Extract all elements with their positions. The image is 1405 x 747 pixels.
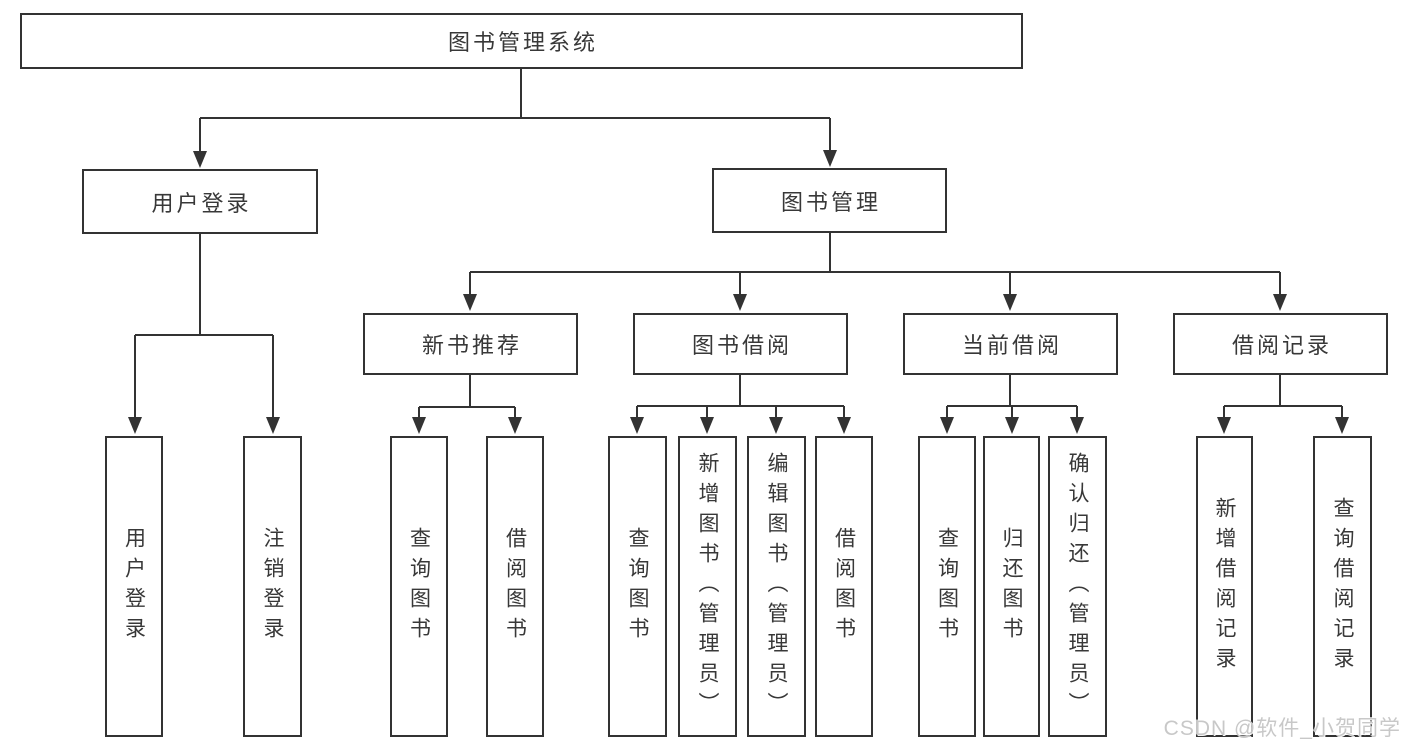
leaf-logout-login-label: 注销登录 — [261, 526, 284, 647]
node-current-borrow-label: 当前借阅 — [961, 333, 1062, 358]
node-root-label: 图书管理系统 — [447, 30, 598, 55]
leaf-borrow-add-books-label: 新增图书（管理员） — [696, 451, 719, 722]
leaf-borrow-query-books: 查询图书 — [608, 436, 667, 737]
leaf-current-confirm-return-label: 确认归还（管理员） — [1066, 451, 1089, 722]
node-user-login: 用户登录 — [82, 169, 318, 234]
arrowhead — [412, 417, 426, 434]
connector-borrow-records — [1223, 375, 1343, 418]
leaf-user-login: 用户登录 — [105, 436, 163, 737]
leaf-user-login-label: 用户登录 — [122, 526, 146, 647]
arrowhead — [1273, 294, 1287, 311]
leaf-current-query-books: 查询图书 — [918, 436, 976, 737]
arrowhead — [733, 294, 747, 311]
arrowhead — [1003, 294, 1017, 311]
node-current-borrow: 当前借阅 — [903, 313, 1118, 375]
connector-user-login — [134, 234, 274, 418]
leaf-borrow-edit-books: 编辑图书（管理员） — [747, 436, 806, 737]
leaf-current-confirm-return: 确认归还（管理员） — [1048, 436, 1107, 737]
leaf-records-add-record-label: 新增借阅记录 — [1213, 496, 1236, 677]
node-borrow-records-label: 借阅记录 — [1231, 333, 1332, 358]
leaf-newrec-borrow-books: 借阅图书 — [486, 436, 544, 737]
leaf-current-return-books: 归还图书 — [983, 436, 1040, 737]
leaf-newrec-query-books: 查询图书 — [390, 436, 448, 737]
leaf-records-query-record-label: 查询借阅记录 — [1331, 496, 1354, 677]
leaf-borrow-borrow-books: 借阅图书 — [815, 436, 873, 737]
arrowhead — [823, 150, 837, 167]
leaf-current-return-books-label: 归还图书 — [1000, 526, 1023, 647]
arrowhead — [1005, 417, 1019, 434]
connector-book-borrow — [636, 375, 845, 418]
connector-root — [199, 69, 831, 152]
leaf-borrow-add-books: 新增图书（管理员） — [678, 436, 737, 737]
arrowhead — [463, 294, 477, 311]
leaf-borrow-query-books-label: 查询图书 — [626, 526, 649, 647]
arrowhead — [1070, 417, 1084, 434]
connector-new-book-recommend — [418, 375, 516, 418]
arrowhead — [1217, 417, 1231, 434]
arrowhead — [508, 417, 522, 434]
node-book-borrow-label: 图书借阅 — [691, 333, 792, 358]
arrowhead — [769, 417, 783, 434]
node-new-book-recommend-label: 新书推荐 — [421, 333, 522, 358]
node-book-management-label: 图书管理 — [780, 189, 881, 215]
watermark: CSDN @软件_小贺同学 — [1163, 717, 1401, 740]
leaf-logout-login: 注销登录 — [243, 436, 302, 737]
arrowhead — [1335, 417, 1349, 434]
leaf-records-query-record: 查询借阅记录 — [1313, 436, 1372, 737]
node-borrow-records: 借阅记录 — [1173, 313, 1388, 375]
leaf-borrow-edit-books-label: 编辑图书（管理员） — [765, 451, 788, 722]
node-root: 图书管理系统 — [20, 13, 1023, 69]
connector-current-borrow — [946, 375, 1078, 418]
arrowhead — [128, 417, 142, 434]
arrowhead — [193, 151, 207, 168]
leaf-newrec-borrow-books-label: 借阅图书 — [503, 526, 527, 647]
leaf-newrec-query-books-label: 查询图书 — [407, 526, 431, 647]
node-new-book-recommend: 新书推荐 — [363, 313, 578, 375]
arrowhead — [837, 417, 851, 434]
arrowhead — [700, 417, 714, 434]
node-book-management: 图书管理 — [712, 168, 947, 233]
arrowhead — [940, 417, 954, 434]
node-book-borrow: 图书借阅 — [633, 313, 848, 375]
arrowhead — [266, 417, 280, 434]
leaf-records-add-record: 新增借阅记录 — [1196, 436, 1253, 737]
connector-book-management — [469, 233, 1281, 295]
arrowhead — [630, 417, 644, 434]
node-user-login-label: 用户登录 — [151, 190, 252, 216]
leaf-borrow-borrow-books-label: 借阅图书 — [832, 526, 856, 647]
leaf-current-query-books-label: 查询图书 — [935, 526, 959, 647]
